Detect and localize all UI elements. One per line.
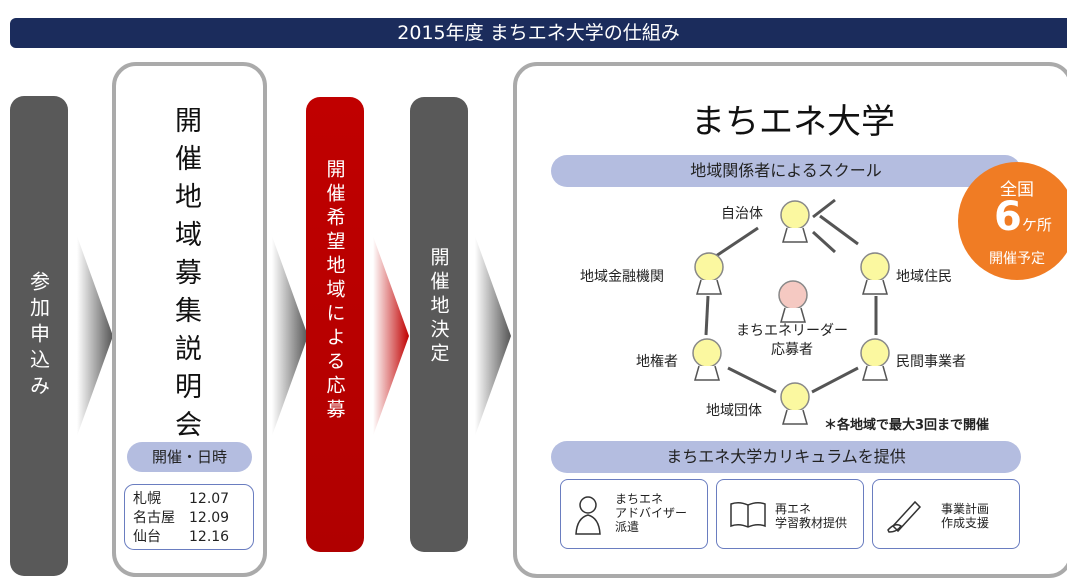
arrow-4 [475, 236, 511, 436]
label-minkan: 民間事業者 [896, 354, 966, 370]
curriculum-label: 再エネ 学習教材提供 [775, 502, 848, 530]
label-kenrisha: 地権者 [636, 354, 678, 370]
label-jichitai: 自治体 [721, 206, 763, 222]
step-apply: 参加申込み [10, 96, 68, 576]
badge-line3: 開催予定 [989, 251, 1045, 267]
curriculum-header: まちエネ大学カリキュラムを提供 [551, 441, 1021, 473]
node-minkan [860, 338, 890, 381]
arrow-1 [77, 236, 113, 436]
node-kinyu [694, 252, 724, 295]
curriculum-label: 事業計画 作成支援 [941, 502, 990, 530]
badge-number: 6ケ所 [994, 194, 1052, 240]
schedule-header: 開催・日時 [127, 442, 252, 472]
stakeholder-network [811, 198, 837, 254]
step-decision-label: 開催地決定 [427, 247, 450, 367]
node-dantai [780, 382, 810, 425]
network-edge [811, 366, 859, 394]
step-decision: 開催地決定 [410, 97, 468, 552]
network-edge [812, 198, 836, 219]
step-apply-label: 参加申込み [26, 271, 51, 401]
university-title: まちエネ大学 [691, 102, 895, 142]
pen-icon [887, 500, 922, 533]
label-kinyu: 地域金融機関 [580, 269, 664, 285]
node-jichitai [780, 200, 810, 243]
step-application: 開催希望地域による応募 [306, 97, 364, 552]
curriculum-card-planning: 事業計画 作成支援 [872, 479, 1020, 549]
title-bar: 2015年度 まちエネ大学の仕組み [10, 18, 1067, 48]
page-title: 2015年度 まちエネ大学の仕組み [397, 22, 680, 44]
book-icon [730, 501, 766, 528]
step-application-label: 開催希望地域による応募 [323, 159, 346, 423]
node-kenrisha [692, 338, 722, 381]
label-jumin: 地域住民 [896, 269, 952, 285]
briefing-title: 開催地域募集説明会 [170, 106, 201, 448]
network-edge [715, 226, 759, 258]
curriculum-card-materials: 再エネ 学習教材提供 [716, 479, 864, 549]
venue-count-badge: 全国 6ケ所 開催予定 [958, 162, 1067, 280]
arrow-2 [272, 236, 308, 436]
label-dantai: 地域団体 [706, 403, 762, 419]
node-center [778, 280, 808, 323]
school-header: 地域関係者によるスクール [551, 155, 1021, 187]
curriculum-card-advisor: まちエネ アドバイザー 派遣 [560, 479, 708, 549]
label-center: まちエネリーダー 応募者 [736, 323, 848, 358]
arrow-3 [373, 236, 409, 436]
curriculum-label: まちエネ アドバイザー 派遣 [615, 492, 688, 534]
network-edge [704, 295, 710, 336]
network-edge [727, 366, 777, 394]
person-icon [575, 496, 601, 535]
node-jumin [860, 252, 890, 295]
network-edge [811, 230, 837, 254]
frequency-note: ＊各地域で最大3回まで開催 [824, 418, 990, 433]
network-edge [819, 214, 859, 246]
badge-line1: 全国 [1000, 180, 1034, 200]
